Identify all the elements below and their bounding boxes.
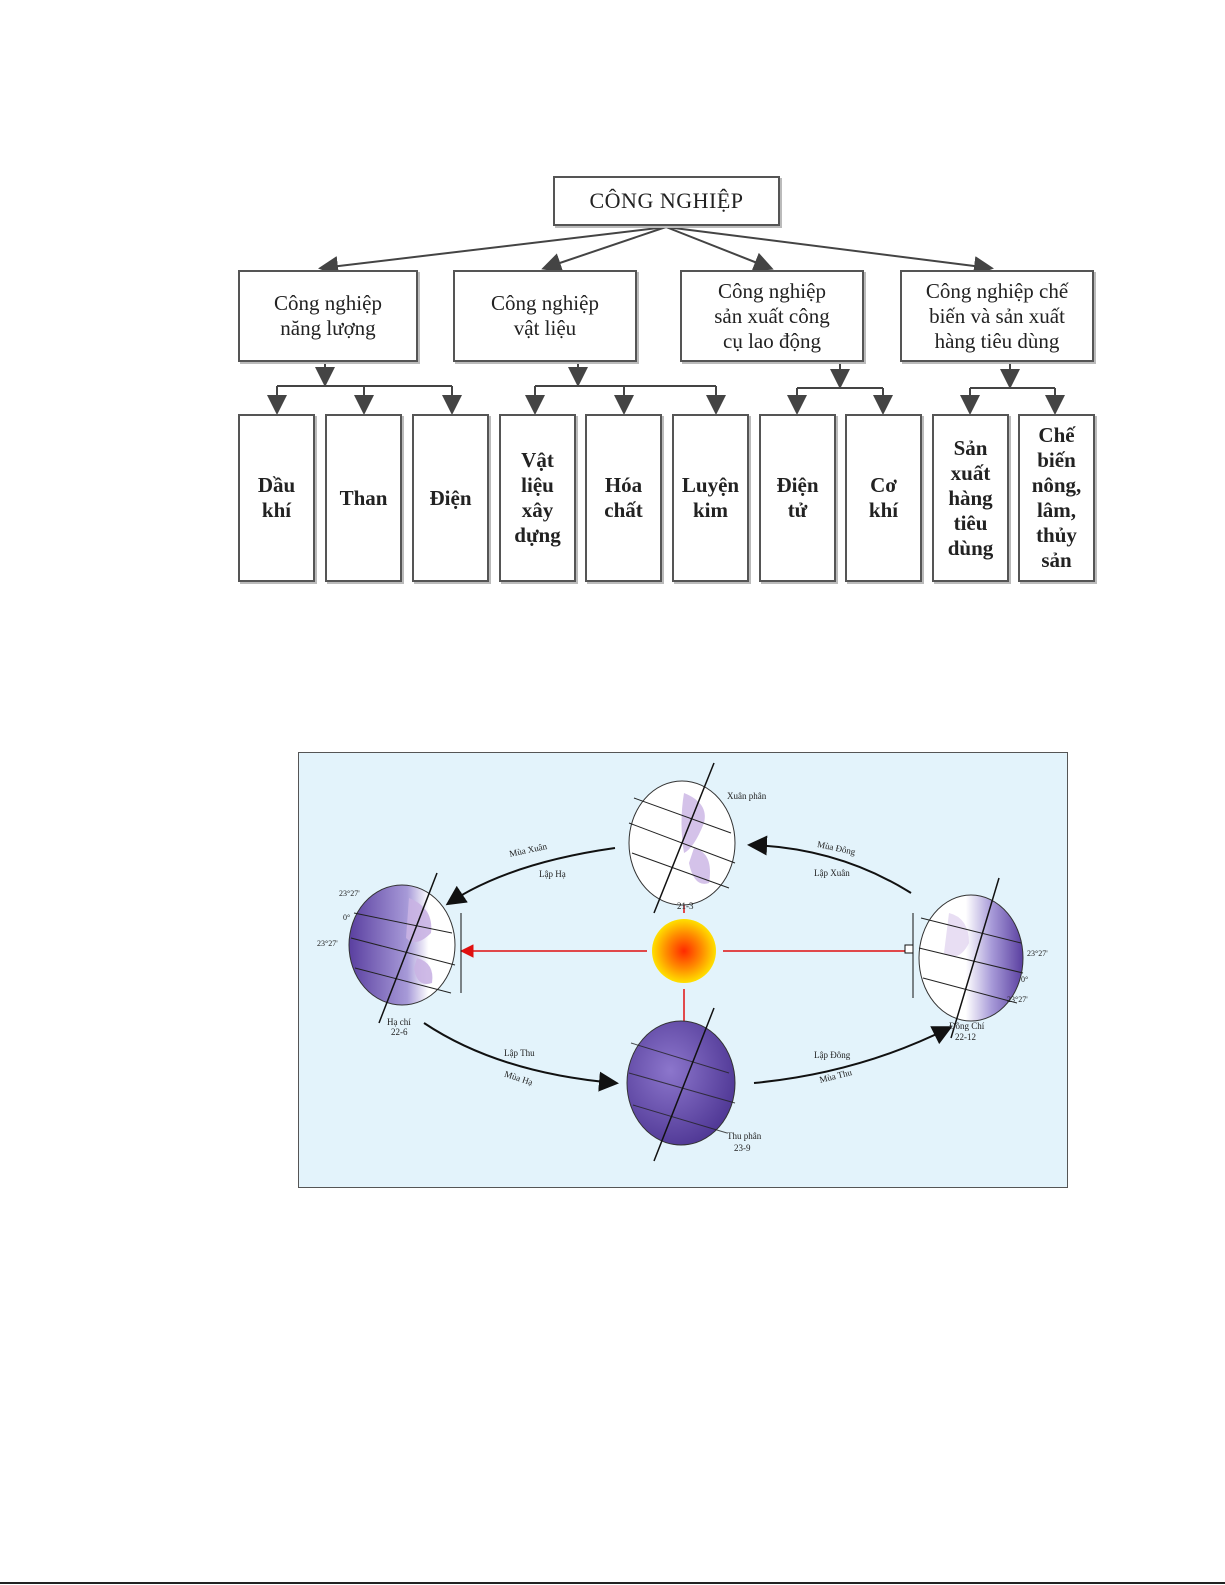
leaf-oil-gas: Dầu khí xyxy=(238,414,315,582)
label-xuan-phan: Xuân phân xyxy=(727,791,767,801)
date-thu-phan: 23-9 xyxy=(734,1143,751,1153)
group-energy: Công nghiệp năng lượng xyxy=(238,270,418,362)
leaf-building-materials: Vật liệu xây dựng xyxy=(499,414,576,582)
earth-xuan-phan xyxy=(628,762,736,914)
arc-top-right-start: Lập Xuân xyxy=(814,868,850,878)
leaf-electronics: Điện tử xyxy=(759,414,836,582)
lat-left-mid: 0° xyxy=(343,913,351,922)
label-dong-chi: Đông Chí xyxy=(949,1021,985,1031)
lat-left-low: 23°27' xyxy=(317,939,338,948)
arc-top-right xyxy=(747,835,912,894)
date-ha-chi: 22-6 xyxy=(391,1027,408,1037)
sun xyxy=(652,919,716,983)
label-thu-phan: Thu phân xyxy=(727,1131,762,1141)
group-tools: Công nghiệp sản xuất công cụ lao động xyxy=(680,270,864,362)
group-consumer: Công nghiệp chế biến và sản xuất hàng ti… xyxy=(900,270,1094,362)
earth-thu-phan xyxy=(626,1007,736,1162)
page-bottom-rule xyxy=(0,1582,1225,1584)
date-dong-chi: 22-12 xyxy=(955,1032,976,1042)
leaf-metallurgy: Luyện kim xyxy=(672,414,749,582)
lat-right-top: 23°27' xyxy=(1027,949,1048,958)
earth-ha-chi xyxy=(348,872,462,1024)
arc-bottom-left-start: Lập Thu xyxy=(504,1048,535,1058)
orbit-graphics xyxy=(348,762,1024,1162)
leaf-consumer-goods: Sản xuất hàng tiêu dùng xyxy=(932,414,1009,582)
arc-bottom-right-start: Lập Đông xyxy=(814,1050,851,1060)
group-materials: Công nghiệp vật liệu xyxy=(453,270,637,362)
arc-bottom-right xyxy=(753,1026,953,1084)
leaf-electricity: Điện xyxy=(412,414,489,582)
lat-right-mid: 0° xyxy=(1021,975,1029,984)
leaf-coal: Than xyxy=(325,414,402,582)
label-ha-chi: Hạ chí xyxy=(387,1017,411,1027)
industry-tree: CÔNG NGHIỆP Công nghiệp năng lượng Công … xyxy=(0,0,1225,620)
tree-connectors xyxy=(267,226,1065,415)
earth-dong-chi xyxy=(904,877,1024,1039)
arc-top-left-start: Lập Hạ xyxy=(539,869,566,879)
earth-orbit-diagram: Xuân phân 21-3 Hạ chí 22-6 Thu phân 23-9… xyxy=(298,752,1068,1188)
date-xuan-phan: 21-3 xyxy=(677,901,694,911)
leaf-chemicals: Hóa chất xyxy=(585,414,662,582)
lat-left-top: 23°27' xyxy=(339,889,360,898)
leaf-agri-processing: Chế biến nông, lâm, thủy sản xyxy=(1018,414,1095,582)
lat-right-low: 23°27' xyxy=(1007,995,1028,1004)
root-node: CÔNG NGHIỆP xyxy=(553,176,780,226)
arc-top-left xyxy=(445,847,616,906)
arc-bottom-left xyxy=(423,1022,619,1092)
leaf-mechanics: Cơ khí xyxy=(845,414,922,582)
